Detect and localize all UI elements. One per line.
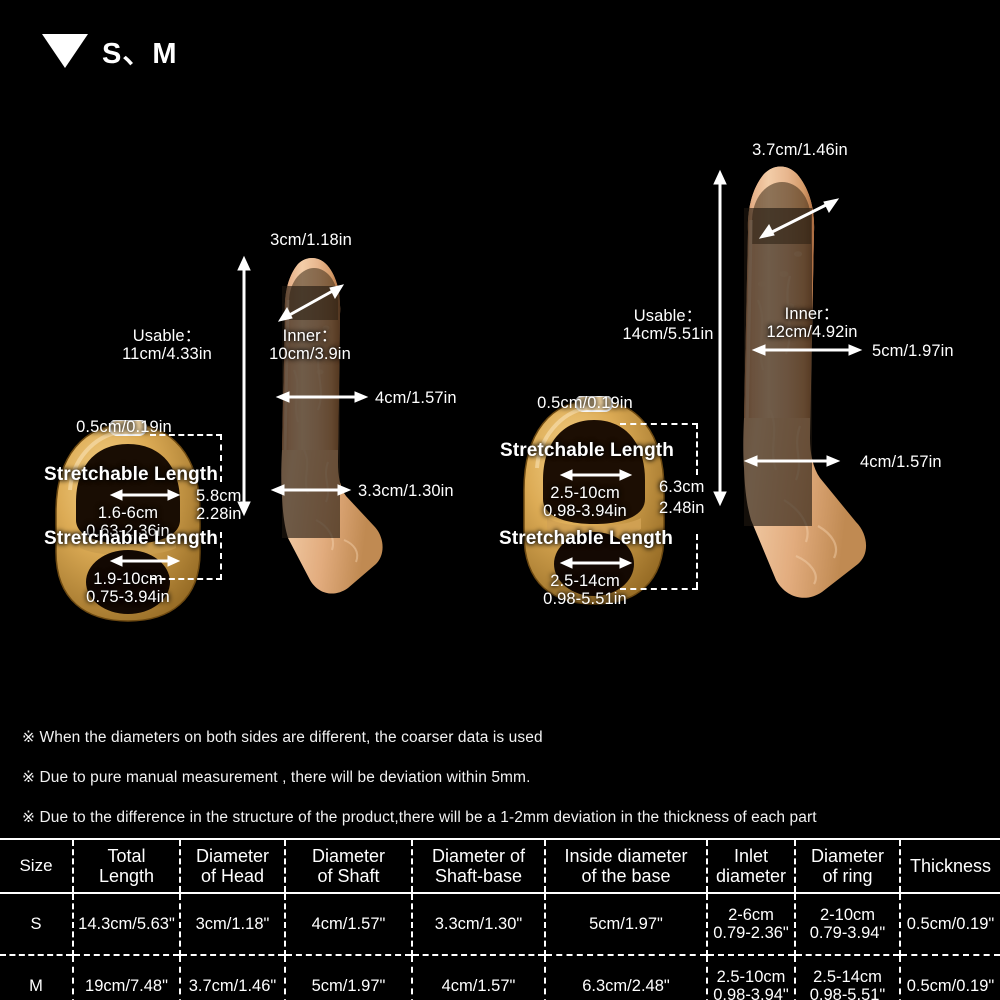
m-ring-thickness-label: 0.5cm/0.19in: [537, 394, 633, 412]
cell-thickness-m: 0.5cm/0.19": [899, 954, 1000, 1000]
s-ring-bracket-vert-top: [220, 434, 222, 482]
cell-diameter-head-s: 3cm/1.18": [179, 893, 285, 955]
s-ring-bracket-vert-bottom: [220, 532, 222, 580]
m-sleeve-shaft-base-label: 4cm/1.57in: [860, 453, 942, 471]
s-ring-bracket-bottom: [150, 578, 222, 580]
m-ring-lower-stretch-in: 0.98-5.51in: [543, 590, 627, 608]
table-header-thickness: Thickness: [899, 838, 1000, 894]
triangle-down-icon: [42, 34, 88, 68]
m-ring-upper-stretch-label: Stretchable Length: [500, 440, 674, 461]
m-sleeve-shaft-arrow: [751, 344, 863, 356]
cell-diameter-shaft-m: 5cm/1.97": [284, 954, 412, 1000]
page-header: S、M: [42, 30, 178, 72]
m-sleeve-inner-value: 12cm/4.92in: [766, 323, 858, 341]
m-ring-upper-stretch-arrow: [559, 469, 633, 481]
m-sleeve-inner-label: Inner：: [784, 305, 840, 323]
m-sleeve-usable-value: 14cm/5.51in: [622, 325, 714, 343]
s-sleeve-head-arrow: [277, 284, 345, 322]
page-title: S、M: [102, 38, 178, 70]
m-ring-lower-stretch-label: Stretchable Length: [499, 528, 673, 549]
cell-size-m: M: [0, 954, 73, 1000]
note-line-2: ※ Due to pure manual measurement , there…: [22, 769, 531, 786]
cell-inlet-diameter-m: 2.5-10cm 0.98-3.94": [706, 954, 795, 1000]
s-ring-height-cm: 5.8cm: [196, 487, 242, 505]
s-ring-upper-stretch-cm: 1.6-6cm: [97, 504, 159, 522]
s-sleeve-usable-value: 11cm/4.33in: [122, 345, 212, 363]
s-ring-lower-stretch-arrow: [109, 555, 181, 567]
s-ring-thickness-label: 0.5cm/0.19in: [76, 418, 172, 436]
s-ring-lower-stretch-label: Stretchable Length: [44, 528, 218, 549]
s-ring-upper-stretch-in: 0.63-2.36in: [86, 522, 170, 540]
m-ring-lower-stretch-arrow: [559, 557, 633, 569]
cell-inside-diameter-base-m: 6.3cm/2.48": [544, 954, 707, 1000]
cell-diameter-shaft-s: 4cm/1.57": [284, 893, 412, 955]
m-sleeve-head-arrow: [758, 198, 840, 239]
s-sleeve-usable-arrow: [237, 255, 251, 517]
s-sleeve-shaft-base-label: 3.3cm/1.30in: [358, 482, 454, 500]
cell-total-length-m: 19cm/7.48": [72, 954, 180, 1000]
m-ring-upper-stretch-cm: 2.5-10cm: [550, 484, 620, 502]
m-ring-height-cm: 6.3cm: [659, 478, 705, 496]
cell-diameter-shaft-base-m: 4cm/1.57": [411, 954, 545, 1000]
s-sleeve-shaft-arrow: [275, 391, 369, 403]
m-ring-bracket-top: [620, 423, 698, 425]
table-header-size: Size: [0, 838, 73, 894]
s-ring-upper-stretch-arrow: [109, 489, 181, 501]
s-sleeve-inner-label: Inner：: [282, 327, 338, 345]
s-ring-lower-stretch-cm: 1.9-10cm: [93, 570, 163, 588]
cell-diameter-ring-m: 2.5-14cm 0.98-5.51": [794, 954, 900, 1000]
m-ring-upper-stretch-in: 0.98-3.94in: [543, 502, 627, 520]
table-row: M 19cm/7.48" 3.7cm/1.46" 5cm/1.97" 4cm/1…: [0, 954, 1000, 1000]
table-row: S 14.3cm/5.63" 3cm/1.18" 4cm/1.57" 3.3cm…: [0, 893, 1000, 955]
s-ring-height-in: 2.28in: [196, 505, 242, 523]
m-ring-lower-stretch-cm: 2.5-14cm: [550, 572, 620, 590]
cell-inlet-diameter-s: 2-6cm 0.79-2.36": [706, 893, 795, 955]
cell-diameter-ring-s: 2-10cm 0.79-3.94": [794, 893, 900, 955]
cell-size-s: S: [30, 914, 42, 933]
s-sleeve-usable-label: Usable：: [132, 327, 202, 345]
m-sleeve-shaft-base-arrow: [743, 455, 841, 467]
m-sleeve-head-diameter-label: 3.7cm/1.46in: [752, 141, 848, 159]
cell-diameter-shaft-base-s: 3.3cm/1.30": [411, 893, 545, 955]
cell-thickness-s: 0.5cm/0.19": [899, 893, 1000, 955]
cell-inside-diameter-base-s: 5cm/1.97": [544, 893, 707, 955]
m-ring-bracket-bottom: [620, 588, 698, 590]
m-ring-height-in: 2.48in: [659, 499, 705, 517]
m-ring-bracket-vert-top: [696, 423, 698, 475]
s-sleeve-shaft-base-arrow: [270, 484, 352, 496]
note-line-3: ※ Due to the difference in the structure…: [22, 809, 817, 826]
s-sleeve-head-diameter-label: 3cm/1.18in: [270, 231, 352, 249]
s-ring-lower-stretch-in: 0.75-3.94in: [86, 588, 170, 606]
cell-total-length-s: 14.3cm/5.63": [72, 893, 180, 955]
m-sleeve-usable-arrow: [713, 169, 727, 507]
m-ring-bracket-vert-bottom: [696, 534, 698, 588]
s-sleeve-inner-value: 10cm/3.9in: [269, 345, 351, 363]
cell-diameter-head-m: 3.7cm/1.46": [179, 954, 285, 1000]
s-ring-upper-stretch-label: Stretchable Length: [44, 464, 218, 485]
s-sleeve-shaft-diameter-label: 4cm/1.57in: [375, 389, 457, 407]
s-ring-bracket-top: [150, 434, 222, 436]
m-sleeve-usable-label: Usable：: [633, 307, 703, 325]
s-ring-illustration: [48, 419, 208, 625]
note-line-1: ※ When the diameters on both sides are d…: [22, 729, 543, 746]
m-sleeve-shaft-diameter-label: 5cm/1.97in: [872, 342, 954, 360]
